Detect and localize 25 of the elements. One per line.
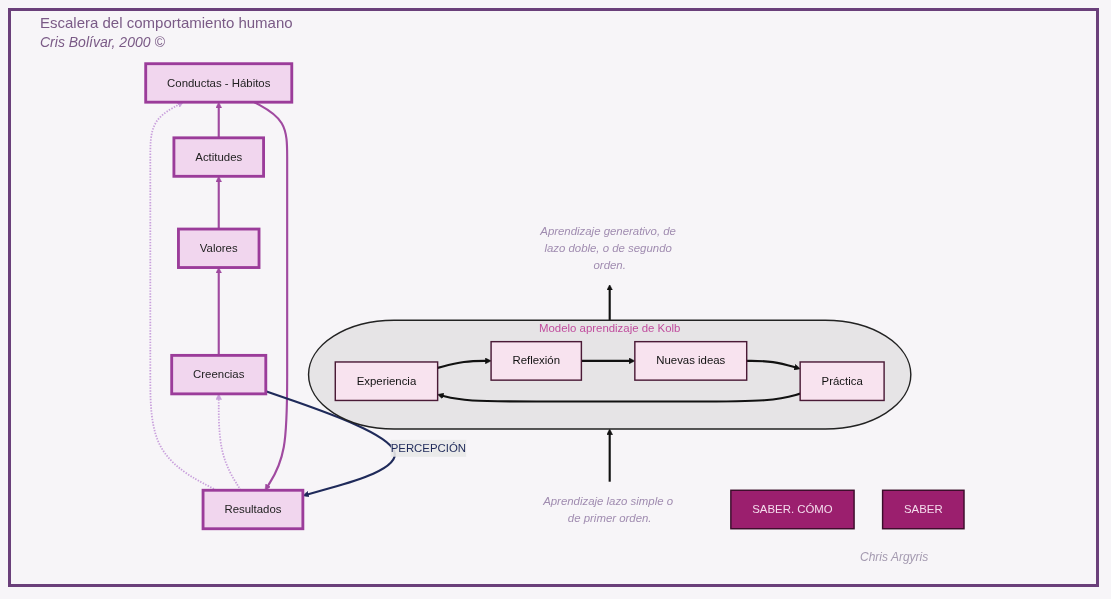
- node-text: Aprendizaje lazo simple o de primer orden.: [543, 494, 674, 524]
- author-note: Chris Argyris: [860, 550, 929, 564]
- arrow: [437, 392, 801, 403]
- node-box: Resultados: [201, 488, 305, 531]
- author-note: Cris Bolívar, 2000 ©: [40, 34, 165, 50]
- node-box: Práctica: [799, 361, 885, 402]
- edge-label: PERCEPCIÓN: [390, 441, 467, 454]
- arrow: [746, 359, 801, 371]
- arrow: [215, 176, 222, 230]
- arrow: [437, 357, 492, 369]
- arrow: [215, 267, 222, 356]
- node-box: Conductas - Hábitos: [144, 62, 294, 104]
- arrow: [606, 284, 613, 321]
- arrow: [265, 390, 396, 498]
- node-box: Nuevas ideas: [634, 340, 748, 381]
- node-box: Reflexión: [490, 340, 583, 381]
- node-text: Aprendizaje generativo, de lazo doble, o de segundo orden.: [540, 224, 677, 272]
- node-box: Actitudes: [172, 136, 266, 178]
- node-box: Valores: [177, 227, 261, 269]
- node-box: SABER: [882, 489, 965, 530]
- node-box: Experiencia: [334, 361, 439, 402]
- arrow: [606, 428, 613, 482]
- node-box: Creencias: [170, 353, 268, 396]
- node-box: SABER. CÓMO: [730, 489, 855, 530]
- title: Escalera del comportamiento humano: [40, 14, 293, 31]
